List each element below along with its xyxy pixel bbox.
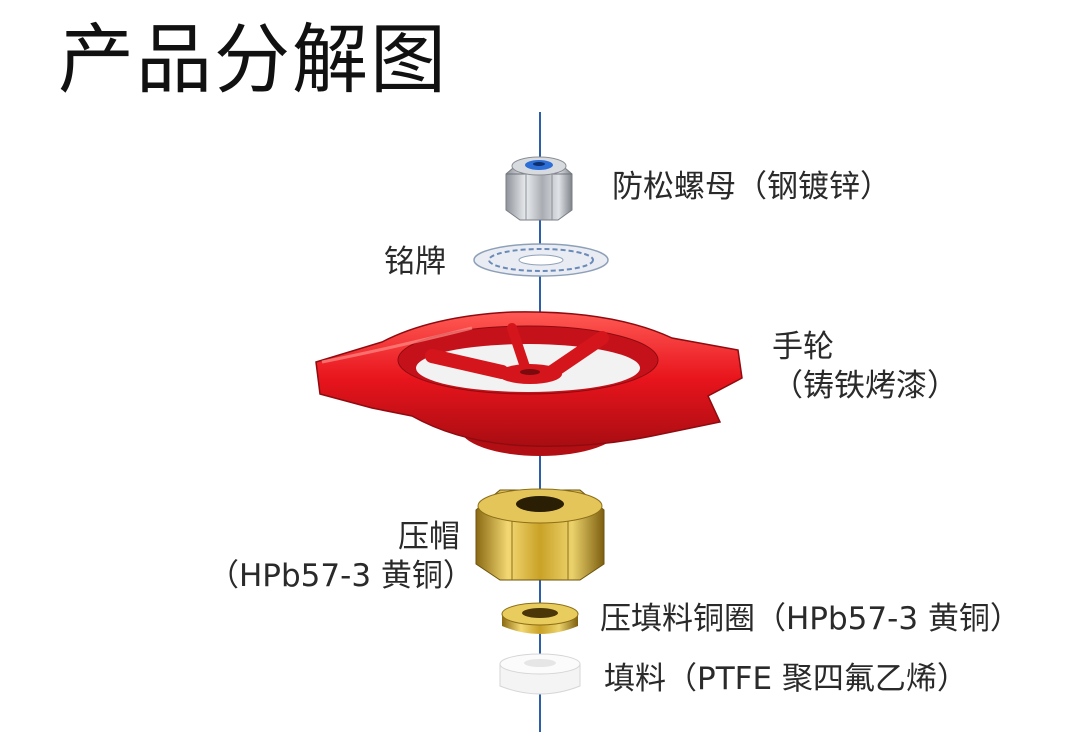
ptfe-packing-image xyxy=(499,653,581,695)
packing-ring-image xyxy=(501,602,579,634)
label-nameplate: 铭牌 xyxy=(384,244,446,280)
label-gland-cap: 压帽 （HPb57-3 黄铜） xyxy=(208,518,474,596)
gland-cap-image xyxy=(475,488,605,581)
label-gland-cap-material: （HPb57-3 黄铜） xyxy=(208,557,474,594)
label-gland-cap-name: 压帽 xyxy=(398,519,460,555)
lock-nut-image xyxy=(505,156,573,221)
page-title: 产品分解图 xyxy=(58,15,448,104)
label-handwheel-material: （铸铁烤漆） xyxy=(772,367,958,404)
label-lock-nut: 防松螺母（钢镀锌） xyxy=(612,169,891,205)
label-handwheel-name: 手轮 xyxy=(772,329,834,365)
label-packing-ring: 压填料铜圈（HPb57-3 黄铜） xyxy=(600,601,1021,637)
label-handwheel: 手轮 （铸铁烤漆） xyxy=(772,328,958,406)
nameplate-image xyxy=(473,243,609,277)
handwheel-image xyxy=(315,311,743,456)
label-ptfe-packing: 填料（PTFE 聚四氟乙烯） xyxy=(604,661,968,697)
